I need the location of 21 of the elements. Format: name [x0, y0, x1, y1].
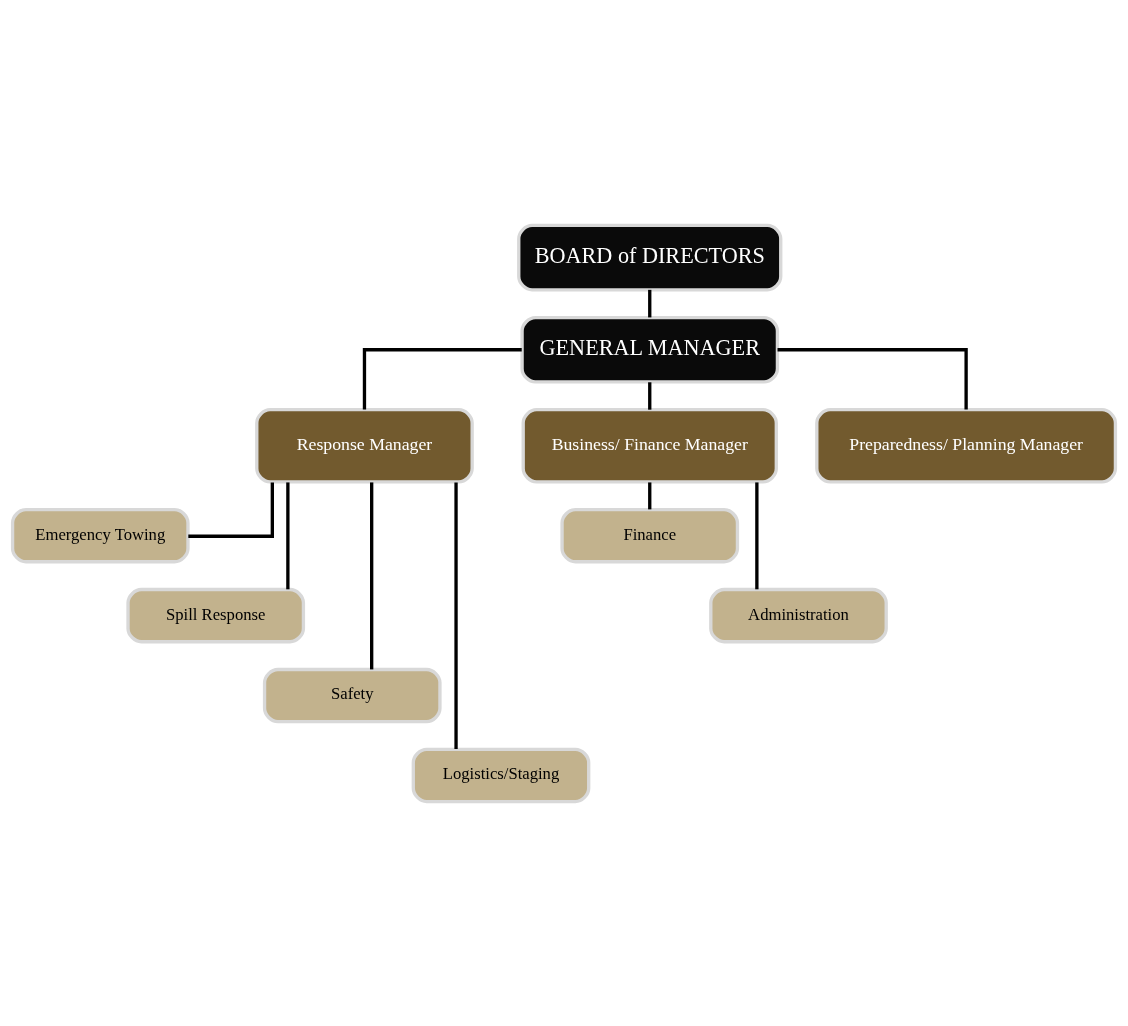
connector [777, 347, 968, 409]
node-box: Response Manager [255, 407, 474, 484]
connector [648, 289, 652, 317]
node-box: Finance [560, 507, 740, 563]
node-box: Safety [262, 667, 442, 723]
connector [362, 347, 522, 409]
node-box: Logistics/Staging [411, 747, 591, 803]
connector [370, 481, 374, 669]
node-box: Administration [709, 587, 888, 643]
connector [188, 481, 274, 538]
node-box: Preparedness/ Planning Manager [815, 407, 1118, 484]
node-box: Emergency Towing [10, 507, 190, 563]
node-box: Business/ Finance Manager [521, 407, 778, 484]
node-box: GENERAL MANAGER [520, 315, 780, 384]
connector [648, 481, 652, 509]
connector [648, 381, 652, 410]
node-box: BOARD of DIRECTORS [517, 223, 783, 291]
connector [454, 481, 458, 749]
node-box: Spill Response [126, 587, 306, 643]
connector [755, 481, 759, 589]
connector [286, 481, 290, 589]
